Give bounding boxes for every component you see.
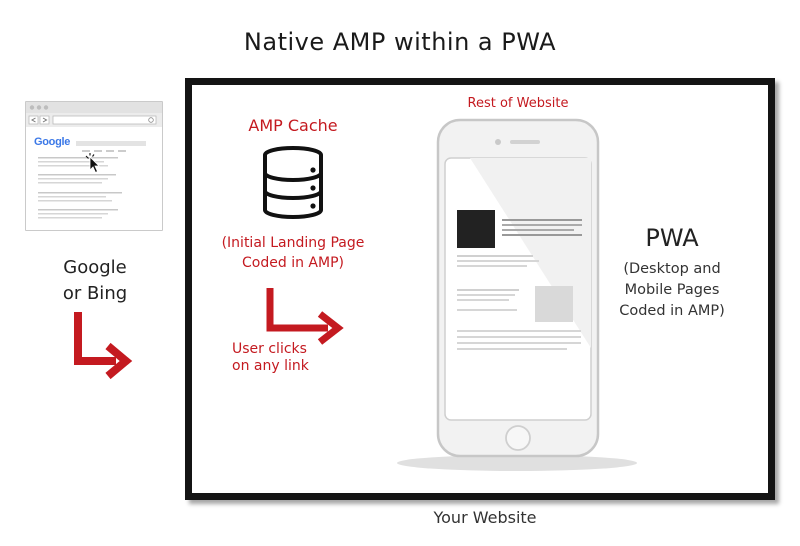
browser-window: Google — [24, 100, 164, 232]
search-engine-label: Google or Bing — [40, 255, 150, 307]
amp-cache-description: (Initial Landing Page Coded in AMP) — [203, 233, 383, 273]
user-clicks-label: User clicks on any link — [232, 341, 352, 375]
pwa-description-line3: Coded in AMP) — [619, 303, 725, 319]
amp-cache-description-line1: (Initial Landing Page — [221, 235, 365, 251]
browser-window-drawing — [25, 101, 163, 231]
pwa-title: PWA — [645, 224, 699, 252]
amp-cache-description-line2: Coded in AMP) — [242, 255, 344, 271]
database-icon — [263, 146, 323, 219]
diagram-title: Native AMP within a PWA — [243, 28, 557, 56]
pwa-description-line1: (Desktop and — [623, 261, 721, 277]
google-logo: Google — [34, 136, 71, 148]
user-clicks-line2: on any link — [232, 358, 309, 374]
pwa-description: (Desktop and Mobile Pages Coded in AMP) — [602, 259, 742, 322]
smartphone-icon — [397, 118, 637, 471]
user-clicks-line1: User clicks — [232, 341, 307, 357]
amp-cache-title: AMP Cache — [248, 116, 338, 135]
cursor-icon — [85, 153, 100, 174]
red-arrow-icon — [74, 312, 133, 380]
search-engine-label-line1: Google — [63, 257, 127, 278]
search-engine-label-line2: or Bing — [62, 283, 128, 304]
red-arrow-icon — [266, 288, 344, 345]
your-website-label: Your Website — [433, 508, 537, 527]
pwa-description-line2: Mobile Pages — [624, 282, 720, 298]
phone-caption: Rest of Website — [467, 96, 569, 111]
